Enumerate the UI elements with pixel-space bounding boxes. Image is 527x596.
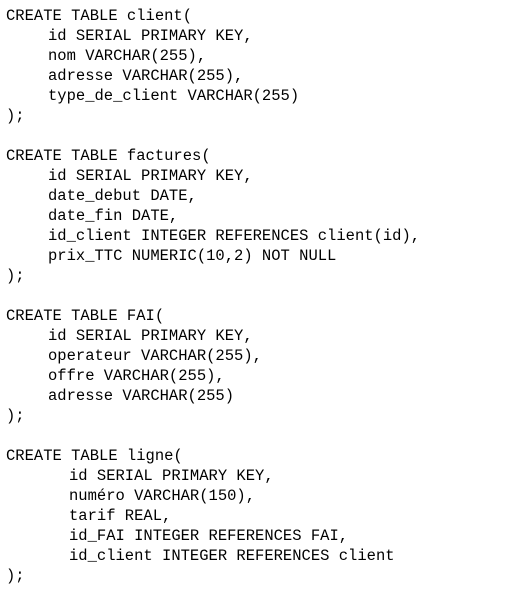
table-ligne-block: CREATE TABLE ligne( id SERIAL PRIMARY KE… [6, 446, 420, 586]
sql-code-block: CREATE TABLE client( id SERIAL PRIMARY K… [6, 6, 420, 586]
table-fai-block: CREATE TABLE FAI( id SERIAL PRIMARY KEY,… [6, 306, 420, 426]
column-line: date_fin DATE, [48, 207, 179, 225]
column-line: nom VARCHAR(255), [48, 47, 207, 65]
column-line: id SERIAL PRIMARY KEY, [48, 327, 253, 345]
column-line: prix_TTC NUMERIC(10,2) NOT NULL [48, 247, 337, 265]
column-line: id_client INTEGER REFERENCES client(id), [48, 227, 421, 245]
column-line: id_client INTEGER REFERENCES client [69, 547, 395, 565]
table-ligne-header: CREATE TABLE ligne( [6, 447, 183, 465]
blank-line [6, 286, 420, 306]
table-client-header: CREATE TABLE client( [6, 7, 193, 25]
blank-line [6, 126, 420, 146]
table-fai-footer: ); [6, 407, 25, 425]
table-ligne-footer: ); [6, 567, 25, 585]
column-line: id_FAI INTEGER REFERENCES FAI, [69, 527, 349, 545]
column-line: adresse VARCHAR(255) [48, 387, 235, 405]
column-line: offre VARCHAR(255), [48, 367, 225, 385]
column-line: numéro VARCHAR(150), [69, 487, 256, 505]
column-line: id SERIAL PRIMARY KEY, [48, 167, 253, 185]
column-line: adresse VARCHAR(255), [48, 67, 244, 85]
column-line: date_debut DATE, [48, 187, 197, 205]
table-factures-header: CREATE TABLE factures( [6, 147, 211, 165]
column-line: operateur VARCHAR(255), [48, 347, 262, 365]
column-line: id SERIAL PRIMARY KEY, [69, 467, 274, 485]
column-line: type_de_client VARCHAR(255) [48, 87, 300, 105]
column-line: tarif REAL, [69, 507, 172, 525]
table-fai-header: CREATE TABLE FAI( [6, 307, 165, 325]
table-client-footer: ); [6, 107, 25, 125]
table-factures-block: CREATE TABLE factures( id SERIAL PRIMARY… [6, 146, 420, 286]
table-client-block: CREATE TABLE client( id SERIAL PRIMARY K… [6, 6, 420, 126]
table-factures-footer: ); [6, 267, 25, 285]
blank-line [6, 426, 420, 446]
column-line: id SERIAL PRIMARY KEY, [48, 27, 253, 45]
